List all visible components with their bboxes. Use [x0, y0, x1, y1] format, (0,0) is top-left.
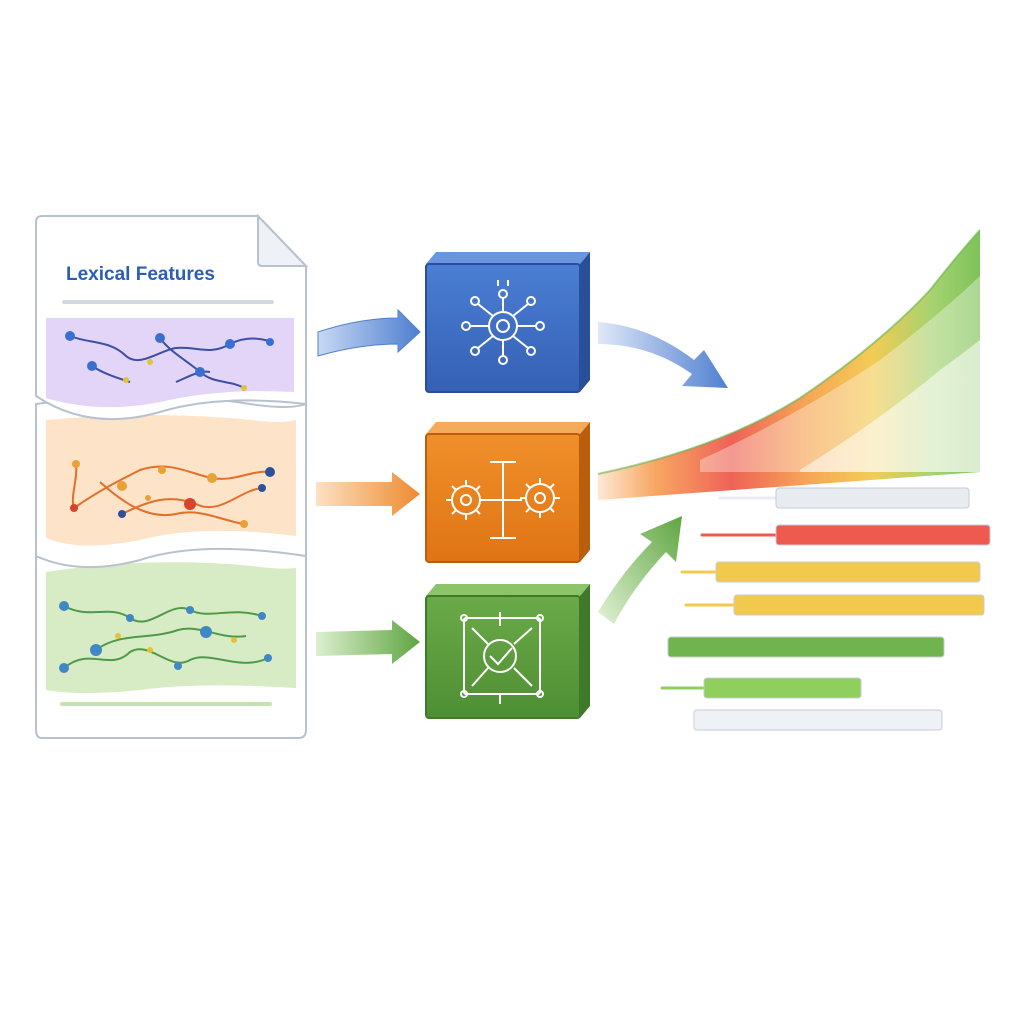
growth-curve: [597, 229, 981, 500]
document-title: Lexical Features: [66, 264, 215, 285]
result-bars: [660, 487, 991, 731]
module-box-green: [425, 584, 590, 719]
input-arrow-orange: [316, 472, 420, 516]
result-bar: [703, 677, 862, 699]
result-bar: [733, 594, 985, 616]
gears-icon: [446, 461, 560, 539]
module-box-orange: [425, 422, 590, 563]
module-box-blue: [425, 252, 590, 393]
result-bar: [775, 487, 970, 509]
document-stack: Lexical Features: [35, 213, 309, 739]
feature-graph-green: [63, 605, 269, 669]
document-page-orange: [35, 395, 307, 569]
target-check-icon: [460, 612, 544, 704]
result-bar: [775, 524, 991, 546]
result-bar: [693, 709, 943, 731]
input-arrow-green: [316, 620, 420, 664]
document-page-green: [35, 538, 307, 739]
output-arrow-green: [598, 516, 682, 624]
output-arrow-blue: [598, 322, 728, 388]
network-hub-icon: [461, 280, 545, 365]
feature-graph-orange: [71, 463, 271, 525]
document-page-top: Lexical Features: [35, 213, 309, 421]
input-arrow-blue: [317, 308, 421, 357]
result-bar: [715, 561, 981, 583]
result-bar: [667, 636, 945, 658]
